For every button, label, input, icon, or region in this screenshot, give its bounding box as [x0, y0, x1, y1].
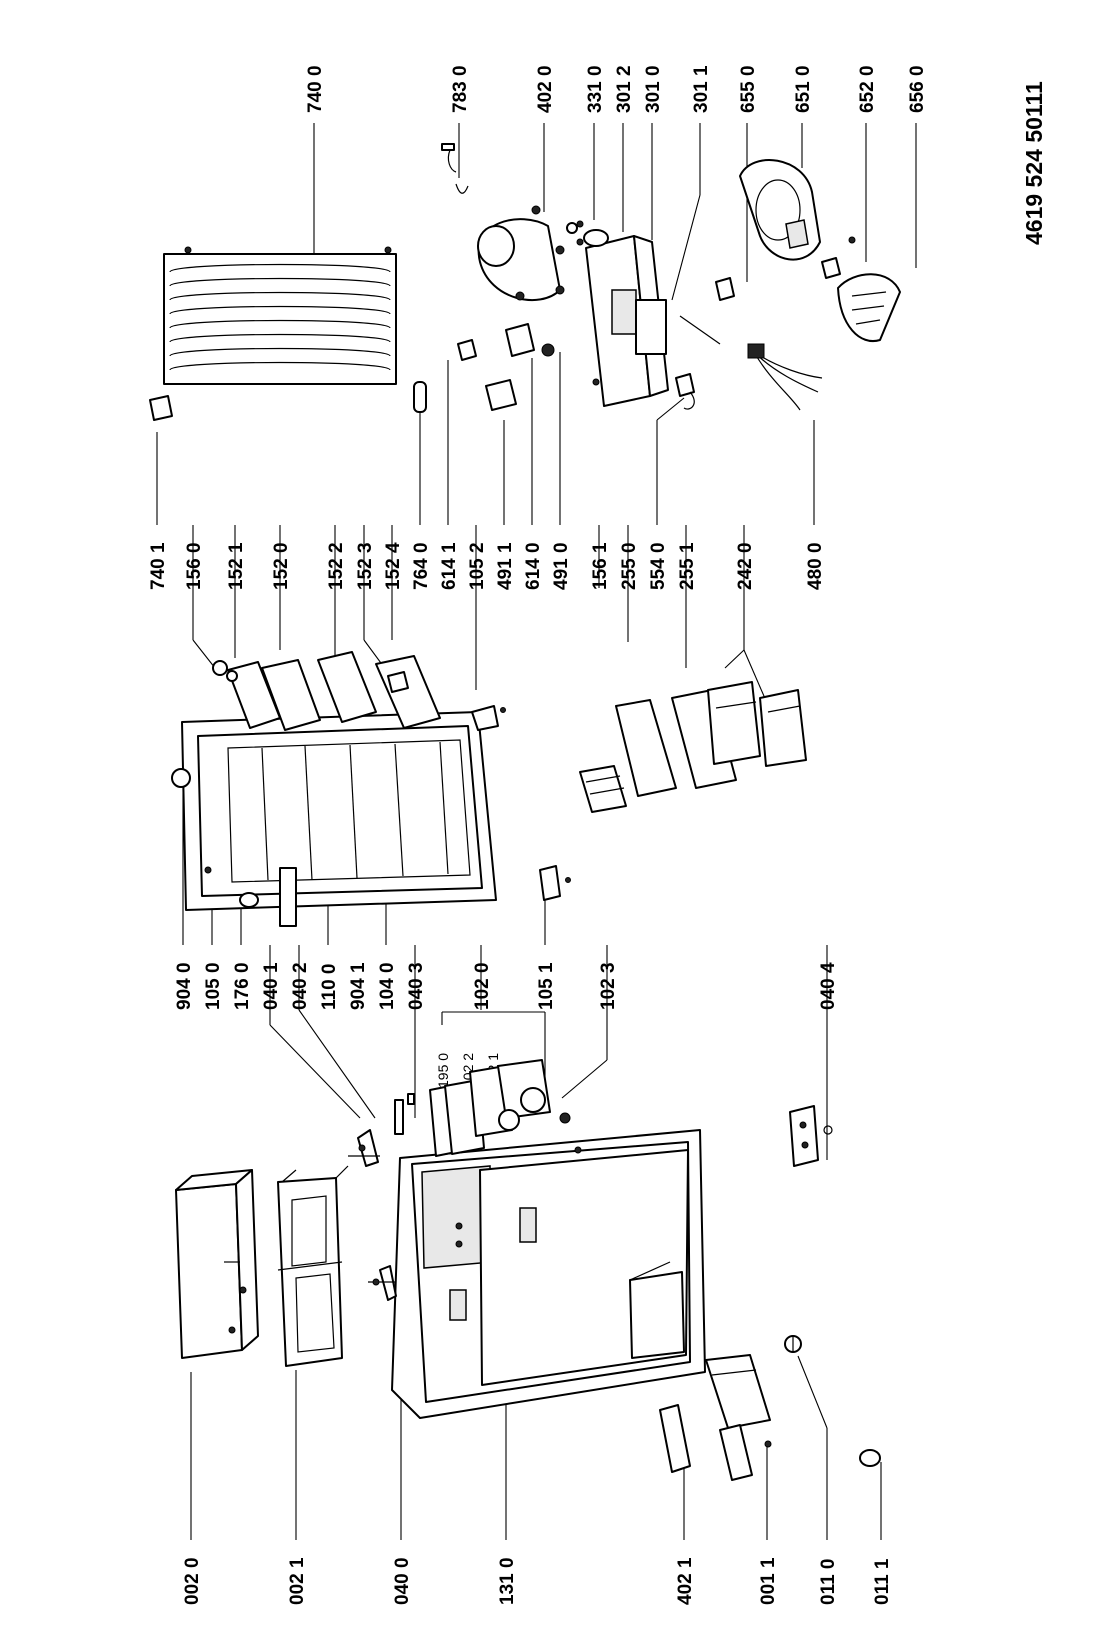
inner-frame — [277, 1165, 349, 1367]
callout-label: 656 0 — [907, 65, 928, 113]
callout-label: 904 0 — [174, 962, 195, 1010]
callout-label: 152 1 — [226, 542, 247, 590]
callout-label: 105 2 — [467, 542, 488, 590]
callout-label: 402 1 — [675, 1557, 696, 1605]
callout-label: 740 1 — [148, 542, 169, 590]
callout-label: 131 0 — [497, 1557, 518, 1605]
callout-label: 040 0 — [392, 1557, 413, 1605]
callout-label: 152 2 — [326, 542, 347, 590]
callout-label: 002 0 — [182, 1557, 203, 1605]
callout-label: 614 0 — [523, 542, 544, 590]
callout-label: 001 1 — [758, 1557, 779, 1605]
grille-trays — [579, 689, 737, 813]
callout-label: 651 0 — [793, 65, 814, 113]
callout-label: 102 0 — [472, 962, 493, 1010]
feet — [784, 1335, 881, 1467]
callout-label: 554 0 — [648, 542, 669, 590]
callout-label: 783 0 — [450, 65, 471, 113]
callout-label: 105 0 — [203, 962, 224, 1010]
callout-label: 040 2 — [290, 962, 311, 1010]
callout-label: 301 0 — [643, 65, 664, 113]
drawers — [707, 681, 807, 767]
callout-label: 156 0 — [184, 542, 205, 590]
lid — [175, 1169, 259, 1359]
callout-label: 156 1 — [590, 542, 611, 590]
callout-label: 040 4 — [818, 962, 839, 1010]
callout-label: 402 0 — [535, 65, 556, 113]
callout-label: 655 0 — [738, 65, 759, 113]
callout-label: 331 0 — [585, 65, 606, 113]
callout-label: 152 3 — [355, 542, 376, 590]
callout-label: 904 1 — [348, 962, 369, 1010]
condenser-coil — [149, 246, 397, 421]
callout-label: 040 1 — [261, 962, 282, 1010]
basket-stack — [429, 1059, 582, 1157]
document-number: 4619 524 50111 — [1021, 81, 1047, 245]
callout-label: 491 0 — [551, 542, 572, 590]
callout-label: 152 4 — [383, 542, 404, 590]
part-drawings — [149, 143, 901, 1481]
callout-label: 480 0 — [805, 542, 826, 590]
callout-label: 104 0 — [377, 962, 398, 1010]
callout-labels: 002 0 002 1 040 0 131 0 402 1 001 1 011 … — [148, 65, 1047, 1605]
control-housing — [576, 220, 669, 407]
callout-label: 255 1 — [677, 542, 698, 590]
callout-label: 011 1 — [872, 1558, 893, 1605]
callout-label: 011 0 — [818, 1559, 839, 1606]
callout-label: 652 0 — [857, 65, 878, 113]
callout-label: 102 3 — [598, 962, 619, 1010]
base-rail — [659, 1354, 772, 1481]
tube-connector — [441, 143, 457, 173]
thermostat — [675, 277, 735, 410]
callout-label: 110 0 — [319, 964, 340, 1011]
starter-relay — [457, 323, 555, 411]
callout-label: 040 3 — [406, 962, 427, 1010]
sub-callout-label: 195 0 — [435, 1053, 451, 1088]
hinges — [348, 1093, 833, 1301]
drier — [413, 381, 427, 413]
callout-label: 176 0 — [232, 962, 253, 1010]
callout-label: 301 2 — [614, 65, 635, 113]
lamp-cover — [739, 159, 901, 343]
wiring-harness — [747, 343, 823, 411]
callout-label: 002 1 — [287, 1557, 308, 1605]
callout-label: 491 1 — [495, 542, 516, 590]
callout-label: 105 1 — [536, 962, 557, 1010]
callout-label: 255 0 — [619, 542, 640, 590]
callout-label: 152 0 — [271, 542, 292, 590]
grommet — [566, 222, 584, 246]
door-assembly — [171, 705, 571, 927]
cabinet-body — [391, 1129, 706, 1419]
leader-lines — [156, 123, 917, 1540]
callout-label: 242 0 — [735, 542, 756, 590]
callout-label: 301 1 — [691, 65, 712, 113]
callout-label: 740 0 — [305, 65, 326, 113]
callout-label: 614 1 — [439, 542, 460, 590]
callout-label: 764 0 — [411, 542, 432, 590]
compressor — [455, 183, 565, 302]
door-racks — [212, 651, 441, 731]
